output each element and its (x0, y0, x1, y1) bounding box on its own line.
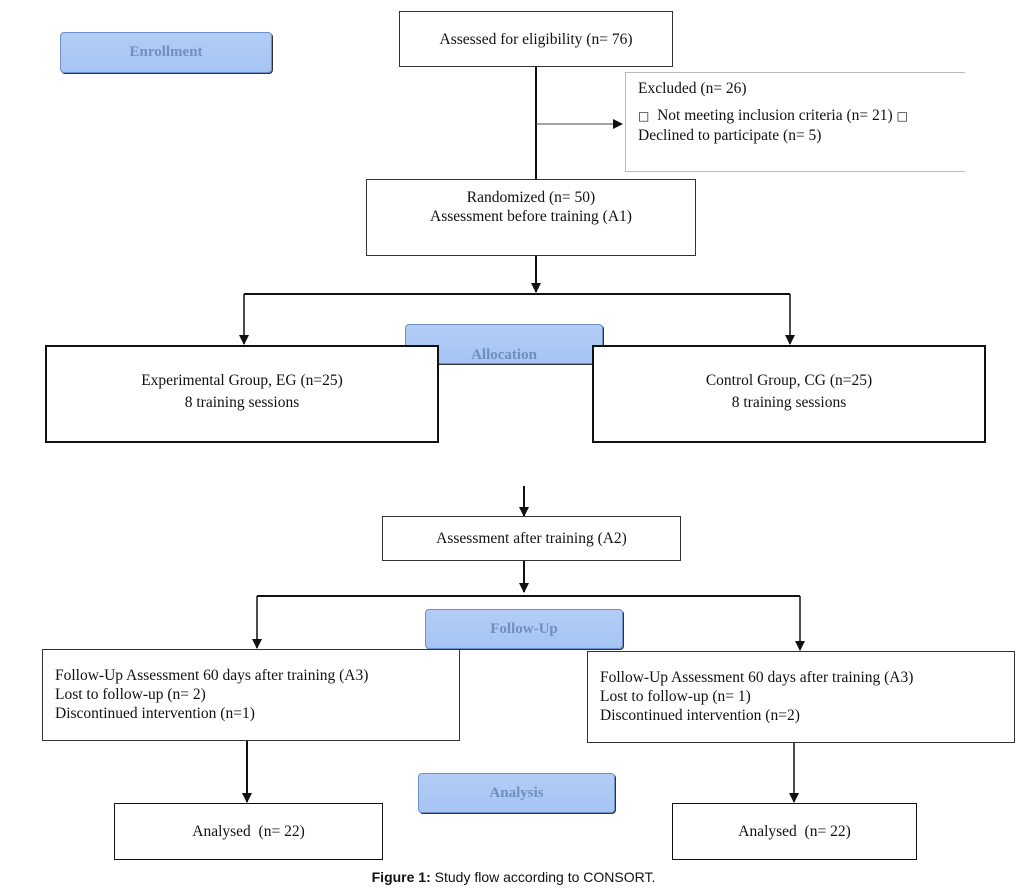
stage-enrollment-text: Enrollment (129, 44, 203, 60)
excluded-item-not-meeting: □ Not meeting inclusion criteria (n= 21)… (638, 106, 965, 126)
followup-left-line2: Lost to follow-up (n= 2) (55, 686, 206, 703)
followup-right-line2: Lost to follow-up (n= 1) (600, 688, 751, 705)
control-group-box: Control Group, CG (n=25) 8 training sess… (592, 345, 986, 443)
caption-label: Figure 1: (371, 869, 431, 885)
stage-label-enrollment: Enrollment (60, 32, 272, 73)
control-line2: 8 training sessions (731, 394, 847, 411)
stage-label-follow-up: Follow-Up (425, 609, 623, 649)
excluded-title: Excluded (n= 26) (638, 80, 747, 97)
followup-right-line3: Discontinued intervention (n=2) (600, 707, 800, 724)
randomized-box: Randomized (n= 50) Assessment before tra… (366, 179, 696, 256)
experimental-line2: 8 training sessions (184, 394, 300, 411)
stage-follow-up-text: Follow-Up (490, 620, 558, 637)
followup-right-box: Follow-Up Assessment 60 days after train… (587, 651, 1015, 743)
excluded-item2-text: Declined to participate (n= 5) (638, 127, 822, 144)
experimental-group-box: Experimental Group, EG (n=25) 8 training… (45, 345, 439, 443)
followup-left-line1: Follow-Up Assessment 60 days after train… (55, 667, 369, 684)
after-training-text: Assessment after training (A2) (436, 530, 627, 547)
experimental-line1: Experimental Group, EG (n=25) (141, 372, 343, 389)
followup-right-line1: Follow-Up Assessment 60 days after train… (600, 669, 914, 686)
excluded-item1-text: Not meeting inclusion criteria (n= 21) (657, 107, 893, 124)
stage-analysis-text: Analysis (489, 784, 544, 801)
analysed-left-text: Analysed (n= 22) (192, 823, 305, 840)
analysed-right-text: Analysed (n= 22) (738, 823, 851, 840)
checkbox-icon: □ (896, 109, 908, 123)
control-line1: Control Group, CG (n=25) (705, 372, 873, 389)
checkbox-icon: □ (638, 109, 650, 123)
followup-left-line3: Discontinued intervention (n=1) (55, 705, 255, 722)
after-training-box: Assessment after training (A2) (382, 516, 681, 561)
followup-left-box: Follow-Up Assessment 60 days after train… (42, 649, 460, 741)
randomized-line1: Randomized (n= 50) (466, 189, 596, 206)
eligibility-box: Assessed for eligibility (n= 76) (399, 11, 673, 67)
caption-text: Study flow according to CONSORT. (434, 869, 656, 885)
randomized-line2: Assessment before training (A1) (430, 208, 632, 225)
figure-caption: Figure 1: Study flow according to CONSOR… (0, 869, 1027, 885)
eligibility-text: Assessed for eligibility (n= 76) (439, 30, 633, 48)
analysed-left-box: Analysed (n= 22) (114, 803, 383, 860)
stage-allocation-text: Allocation (471, 346, 537, 363)
stage-label-analysis: Analysis (418, 773, 615, 813)
excluded-box: Excluded (n= 26) □ Not meeting inclusion… (625, 72, 965, 172)
analysed-right-box: Analysed (n= 22) (672, 803, 917, 860)
